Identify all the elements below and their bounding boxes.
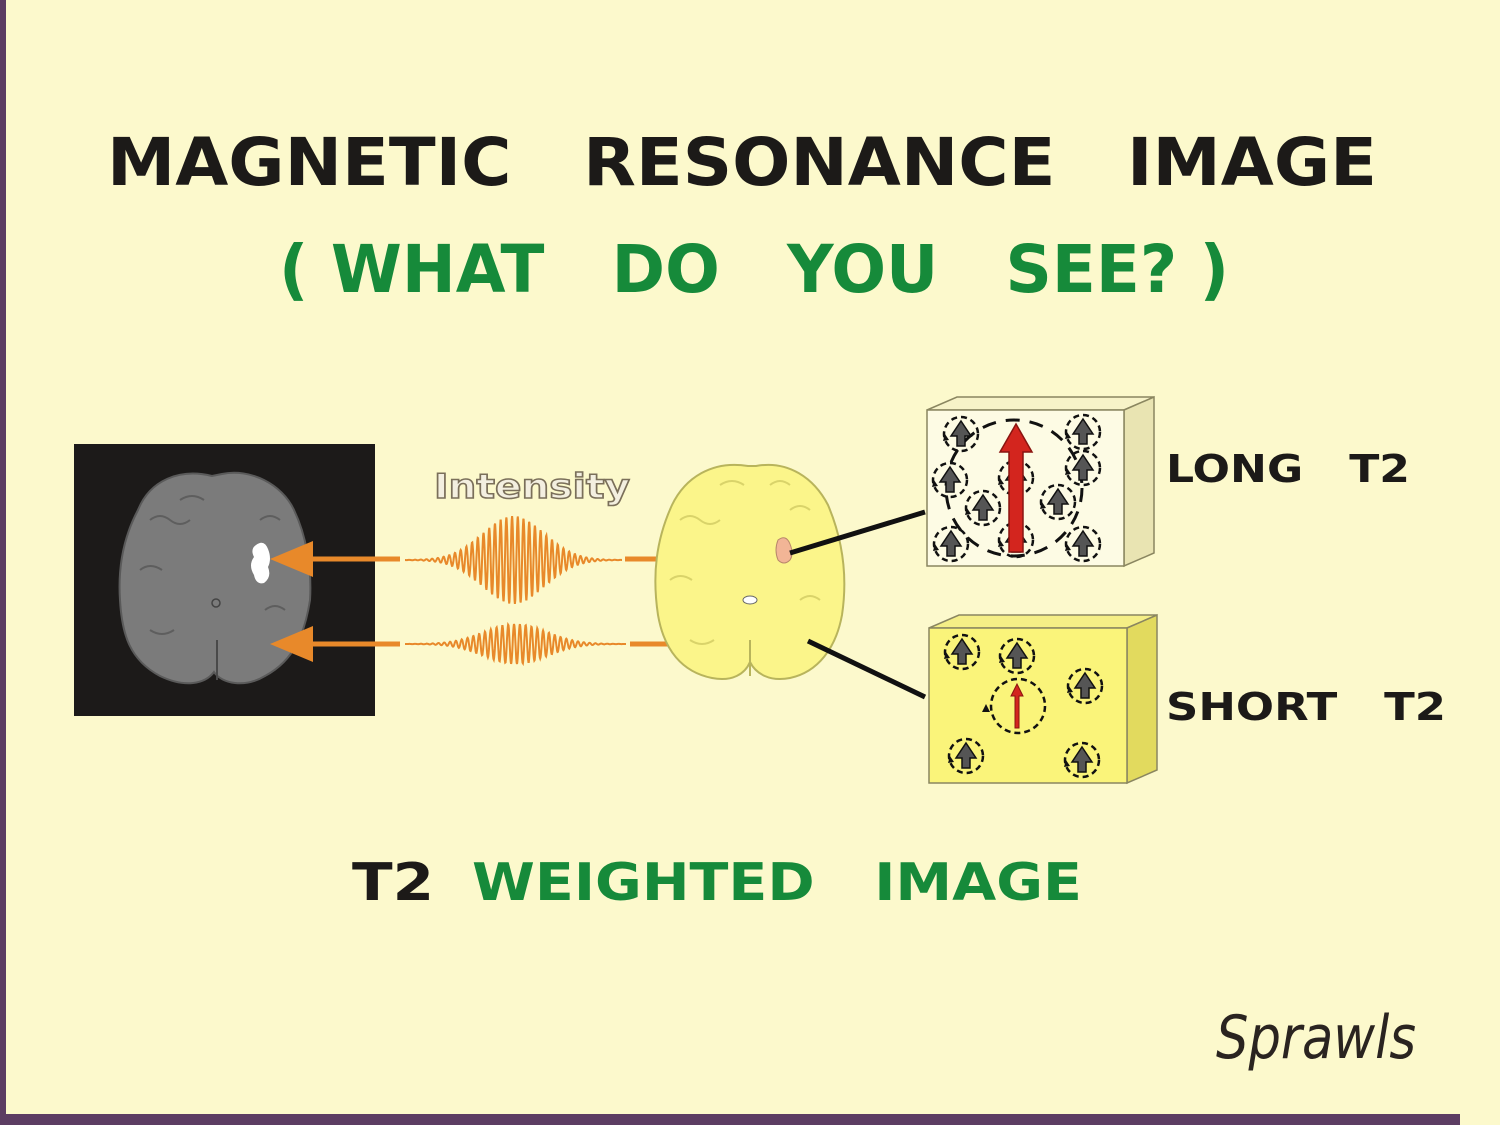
page-title: MAGNETIC RESONANCE IMAGE xyxy=(107,124,1377,201)
lesion-spot xyxy=(775,537,793,564)
long-t2-signal-wave xyxy=(405,515,622,605)
short-t2-net-magnetization-arrow xyxy=(1010,682,1024,729)
short-t2-cube xyxy=(928,613,1158,785)
intensity-label: Intensity xyxy=(434,467,630,507)
bottom-border xyxy=(0,1114,1460,1125)
short-t2-label: SHORT T2 xyxy=(1166,685,1446,729)
author-signature: Sprawls xyxy=(1216,1003,1416,1073)
mri-bright-spot xyxy=(251,542,270,584)
subtitle: ( WHAT DO YOU SEE? ) xyxy=(279,231,1229,308)
long-t2-net-magnetization-arrow xyxy=(998,422,1034,553)
short-t2-connector xyxy=(806,638,927,700)
tissue-brain xyxy=(654,463,846,680)
bottom-caption-prefix: T2 xyxy=(352,853,434,913)
mri-image xyxy=(74,444,375,716)
left-border xyxy=(0,0,6,1125)
long-t2-label: LONG T2 xyxy=(1166,447,1410,491)
short-t2-signal-wave xyxy=(405,621,626,667)
mri-brain-gray xyxy=(118,471,312,685)
long-t2-cube xyxy=(926,395,1155,568)
bottom-caption: WEIGHTED IMAGE xyxy=(472,853,1082,913)
long-t2-connector xyxy=(789,509,926,556)
